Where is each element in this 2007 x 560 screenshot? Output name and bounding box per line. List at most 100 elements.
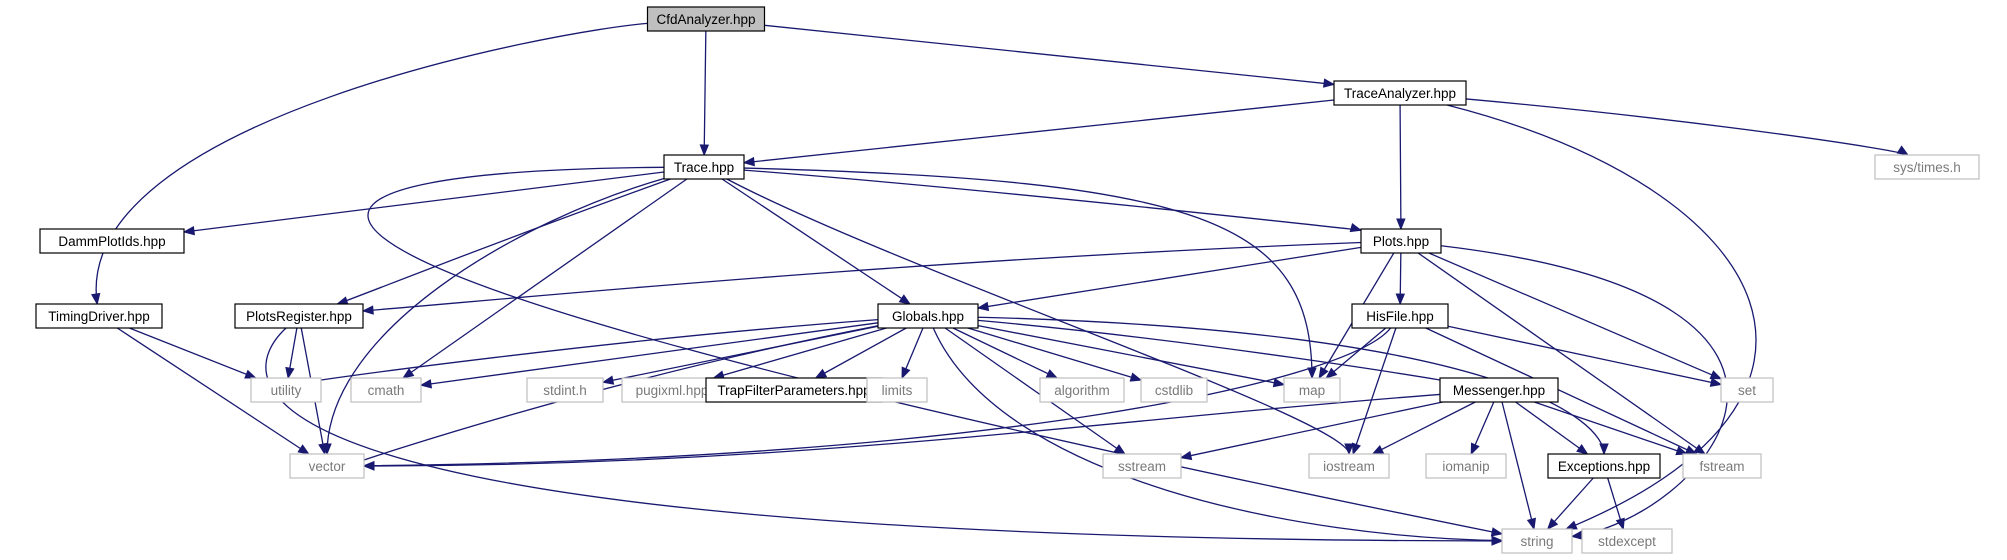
node-box [526, 377, 604, 403]
edge-plotsregister-to-utility [285, 327, 298, 380]
edge-globals-to-vector [363, 325, 879, 461]
edge-traceanalyzer-to-plots [1396, 104, 1406, 231]
node-box [1351, 303, 1449, 329]
edge-messenger-to-string [1501, 401, 1537, 531]
node-label: Messenger.hpp [1453, 383, 1545, 398]
node-box [663, 154, 745, 180]
node-box [1140, 377, 1208, 403]
node-box [1039, 377, 1125, 403]
edge-trace-to-plots [743, 169, 1363, 233]
edge-messenger-to-iostream [1371, 401, 1476, 455]
edge-cfdanalyzer-to-timingdriver [91, 22, 648, 306]
edge-messenger-to-iomanip [1470, 401, 1495, 456]
node-label: cmath [368, 383, 405, 398]
edge-messenger-to-exceptions [1515, 401, 1589, 455]
edge-trace-to-plotsregister [335, 178, 671, 306]
node-box [621, 377, 723, 403]
nodes-layer: CfdAnalyzer.hppTraceAnalyzer.hppTrace.hp… [35, 6, 1980, 554]
node-box [234, 303, 364, 329]
edge-hisfile-to-map [1325, 327, 1387, 379]
node-label: Globals.hpp [892, 309, 964, 324]
node-box [250, 377, 322, 403]
node-label: CfdAnalyzer.hpp [656, 12, 755, 27]
edge-plots-to-set [1428, 252, 1723, 380]
edge-trace-to-cmath [402, 178, 688, 379]
node-label: Plots.hpp [1373, 234, 1429, 249]
node-label: Trace.hpp [674, 160, 734, 175]
edge-globals-to-messenger [977, 319, 1441, 381]
node-label: HisFile.hpp [1366, 309, 1434, 324]
node-trapfilter[interactable]: TrapFilterParameters.hpp [705, 377, 883, 403]
node-label: algorithm [1054, 383, 1110, 398]
node-hisfile[interactable]: HisFile.hpp [1351, 303, 1449, 329]
node-iomanip: iomanip [1425, 453, 1507, 479]
node-utility: utility [250, 377, 322, 403]
node-cfdanalyzer[interactable]: CfdAnalyzer.hpp [646, 6, 766, 32]
node-label: set [1738, 383, 1756, 398]
node-cmath: cmath [350, 377, 422, 403]
edge-trace-to-dammplotids [182, 171, 665, 236]
node-exceptions[interactable]: Exceptions.hpp [1547, 453, 1661, 479]
node-globals[interactable]: Globals.hpp [877, 303, 979, 329]
node-box [866, 377, 928, 403]
node-box [1874, 154, 1980, 180]
node-box [1102, 453, 1182, 479]
node-box [289, 453, 365, 479]
node-dammplotids[interactable]: DammPlotIds.hpp [39, 228, 185, 254]
node-algorithm: algorithm [1039, 377, 1125, 403]
edge-exceptions-to-stdexcept [1607, 477, 1625, 531]
node-vector: vector [289, 453, 365, 479]
node-map: map [1283, 377, 1341, 403]
node-box [1360, 228, 1442, 254]
node-limits: limits [866, 377, 928, 403]
edge-globals-to-trapfilter [814, 327, 907, 379]
node-sys_times: sys/times.h [1874, 154, 1980, 180]
node-label: stdint.h [543, 383, 587, 398]
node-messenger[interactable]: Messenger.hpp [1439, 377, 1559, 403]
node-plotsregister[interactable]: PlotsRegister.hpp [234, 303, 364, 329]
edge-plots-to-fstream [1417, 252, 1706, 455]
edge-globals-to-cstdlib [967, 327, 1143, 382]
edge-cfdanalyzer-to-traceanalyzer [764, 24, 1336, 88]
node-stdint: stdint.h [526, 377, 604, 403]
node-label: utility [271, 383, 302, 398]
edge-trace-to-string [367, 166, 1504, 537]
node-box [39, 228, 185, 254]
edge-exceptions-to-string [1546, 477, 1594, 531]
edge-plots-to-plotsregister [361, 241, 1362, 315]
node-label: DammPlotIds.hpp [58, 234, 165, 249]
edge-hisfile-to-iostream [1351, 327, 1397, 456]
node-label: vector [309, 459, 346, 474]
node-box [1283, 377, 1341, 403]
edge-timingdriver-to-vector [116, 327, 310, 455]
node-label: pugixml.hpp [636, 383, 709, 398]
node-timingdriver[interactable]: TimingDriver.hpp [35, 303, 163, 329]
edge-traceanalyzer-to-sys_times [1465, 98, 1910, 156]
node-box [1308, 453, 1390, 479]
node-traceanalyzer[interactable]: TraceAnalyzer.hpp [1333, 80, 1467, 106]
node-label: string [1520, 534, 1553, 549]
node-cstdlib: cstdlib [1140, 377, 1208, 403]
node-label: TraceAnalyzer.hpp [1344, 86, 1456, 101]
node-label: sstream [1118, 459, 1166, 474]
edges-layer [91, 22, 1910, 546]
edge-plots-to-globals [976, 246, 1362, 312]
node-label: PlotsRegister.hpp [246, 309, 352, 324]
node-box [877, 303, 979, 329]
node-plots[interactable]: Plots.hpp [1360, 228, 1442, 254]
edge-trace-to-vector [322, 177, 665, 456]
edge-messenger-to-fstream [1534, 401, 1689, 456]
node-box [646, 6, 766, 32]
node-label: cstdlib [1155, 383, 1193, 398]
node-box [1547, 453, 1661, 479]
node-label: TrapFilterParameters.hpp [717, 383, 870, 398]
node-box [1682, 453, 1762, 479]
edge-globals-to-limits [901, 327, 924, 380]
node-trace[interactable]: Trace.hpp [663, 154, 745, 180]
edge-globals-to-utility [320, 319, 879, 381]
node-label: iomanip [1442, 459, 1489, 474]
node-iostream: iostream [1308, 453, 1390, 479]
node-set: set [1720, 377, 1774, 403]
edge-trace-to-globals [721, 178, 912, 305]
node-box [1333, 80, 1467, 106]
